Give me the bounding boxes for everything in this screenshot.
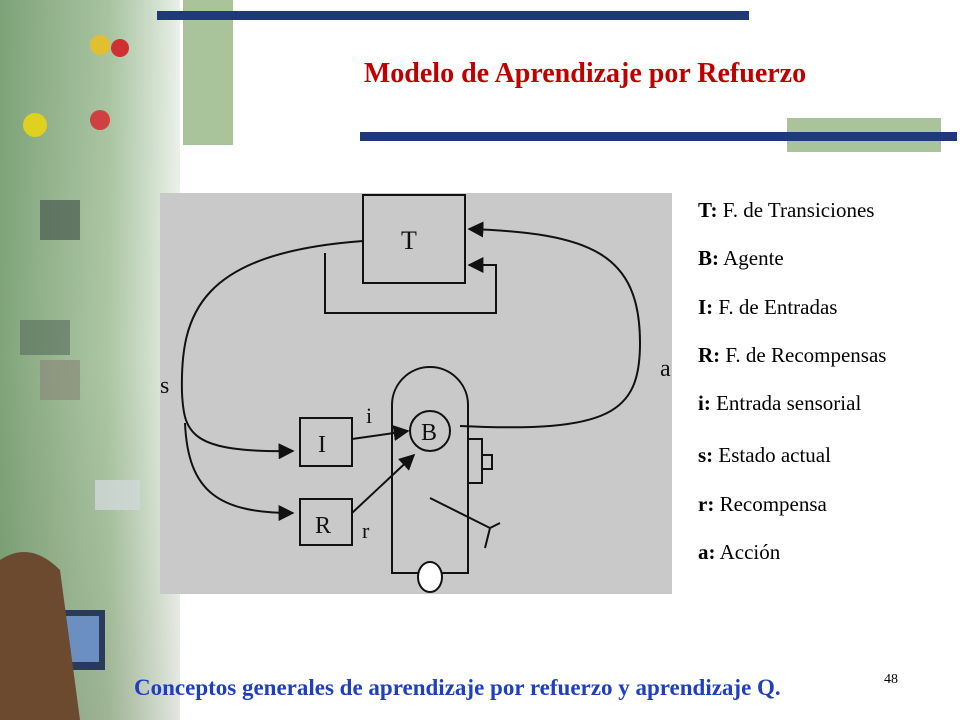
agent-body (391, 366, 469, 574)
label-r-box: R (315, 513, 331, 539)
t-self-loop-arrow (324, 253, 497, 314)
circle-b (409, 410, 451, 452)
slide-title: Modelo de Aprendizaje por Refuerzo (363, 58, 807, 89)
arrow-a-to-t (459, 221, 642, 429)
page-number: 48 (884, 672, 898, 687)
agent-wheel (417, 561, 443, 593)
label-i: i (366, 403, 372, 428)
legend-item-t: T: F. de Transiciones (698, 198, 875, 222)
label-r: r (362, 518, 370, 543)
legend-item-a: a: Acción (698, 540, 781, 565)
legend-item-b: B: Agente (698, 246, 784, 271)
arrow-i-to-b (351, 425, 410, 441)
navy-bar-top (157, 11, 749, 20)
diagram-background (160, 193, 672, 594)
arrow-s-to-i (180, 240, 364, 460)
legend: T: F. de Transiciones B: Agente I: F. de… (698, 196, 958, 586)
legend-item-i-lower: i: Entrada sensorial (698, 391, 862, 416)
legend-item-s: s: Estado actual (698, 443, 831, 468)
box-i (299, 417, 353, 467)
label-b: B (421, 420, 437, 446)
label-i-box: I (318, 432, 326, 458)
legend-item-i-upper: I: F. de Entradas (698, 294, 838, 319)
label-t: T (401, 226, 417, 255)
footer-caption: Conceptos generales de aprendizaje por r… (134, 675, 781, 700)
agent-sensor-tip (481, 454, 493, 470)
label-s: s (160, 373, 169, 399)
legend-item-r-lower: r: Recompensa (698, 491, 827, 516)
agent-antenna (429, 497, 501, 549)
navy-bar-right (360, 132, 957, 141)
label-a: a (660, 356, 671, 382)
arrow-r-to-b (351, 453, 416, 514)
reinforcement-learning-diagram: T B I R s a i r (160, 193, 672, 594)
box-t (362, 194, 466, 284)
decorative-photo-strip (0, 0, 180, 720)
box-r (299, 498, 353, 546)
arrow-s-to-r (184, 422, 295, 521)
green-bar-top (183, 0, 233, 145)
legend-item-r-upper: R: F. de Recompensas (698, 342, 887, 367)
